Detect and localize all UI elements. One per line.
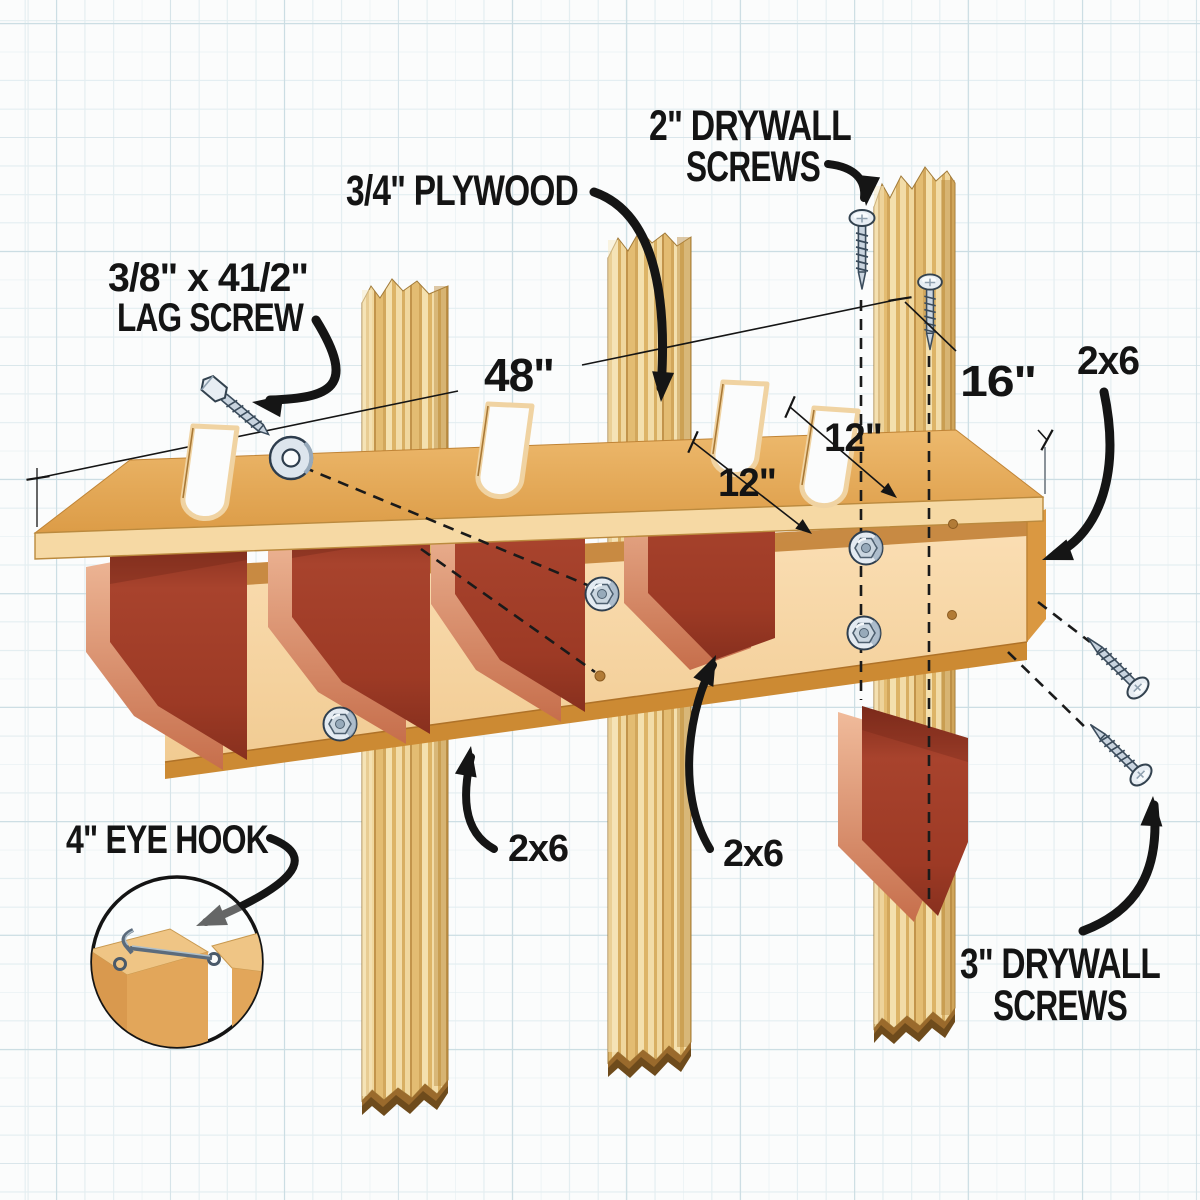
drywall-screw-bottom-1 <box>1077 627 1154 704</box>
bracket-floating <box>838 706 968 922</box>
label-2x6-end: 2x6 <box>1077 339 1139 383</box>
arrow-plywood <box>589 187 668 393</box>
dim-12-b: 12" <box>777 395 901 503</box>
dim-12a-label: 12" <box>718 461 776 505</box>
lag-bolt-1 <box>322 706 358 742</box>
lag-bolt-2 <box>584 576 620 612</box>
washer-icon <box>268 435 314 481</box>
dim-48 <box>25 288 913 527</box>
labels: 2" DRYWALL SCREWS 3/4" PLYWOOD 3/8" x 41… <box>66 102 1161 1030</box>
bracket-1 <box>86 531 247 770</box>
arrow-drywall2 <box>824 160 869 202</box>
dim-12b-label: 12" <box>824 416 882 460</box>
label-drywall3-line1: 3" DRYWALL <box>960 940 1160 988</box>
arrow-lag <box>265 315 341 405</box>
label-2x6-rail: 2x6 <box>508 828 568 870</box>
label-eyehook: 4" EYE HOOK <box>66 818 269 862</box>
eyehook-hardware <box>113 928 221 971</box>
lag-screw-icon <box>200 374 271 436</box>
dim-12-a: 12" <box>680 430 816 539</box>
arrow-2x6-end <box>1051 387 1115 559</box>
lag-bolt-3 <box>848 530 884 566</box>
drywall-screw-top-1 <box>848 209 876 290</box>
dim-16-label: 16" <box>960 357 1036 406</box>
label-drywall2-line2: SCREWS <box>686 143 820 191</box>
label-drywall3-line2: SCREWS <box>993 982 1127 1030</box>
hardware <box>200 209 1157 791</box>
callout-arrows <box>202 160 1160 936</box>
plywood-shelf <box>33 379 1045 560</box>
label-plywood: 3/4" PLYWOOD <box>346 167 578 215</box>
eyehook-detail <box>90 875 264 1049</box>
label-2x6-bracket: 2x6 <box>723 833 783 875</box>
shelf-slots <box>180 379 861 521</box>
slot-1 <box>180 423 240 521</box>
label-lag-line1: 3/8" x 41/2" <box>108 256 308 300</box>
slot-2 <box>475 401 535 499</box>
dim-16: 16" <box>904 301 1060 494</box>
pilot-holes <box>594 519 958 682</box>
lag-bolt-4 <box>846 615 882 651</box>
dim-48-label: 48" <box>484 349 554 401</box>
label-drywall2-line1: 2" DRYWALL <box>649 102 851 150</box>
arrow-eyehook <box>202 834 299 926</box>
slot-4 <box>799 405 861 508</box>
drywall-screw-bottom-2 <box>1080 714 1157 791</box>
label-lag-line2: LAG SCREW <box>117 296 304 340</box>
